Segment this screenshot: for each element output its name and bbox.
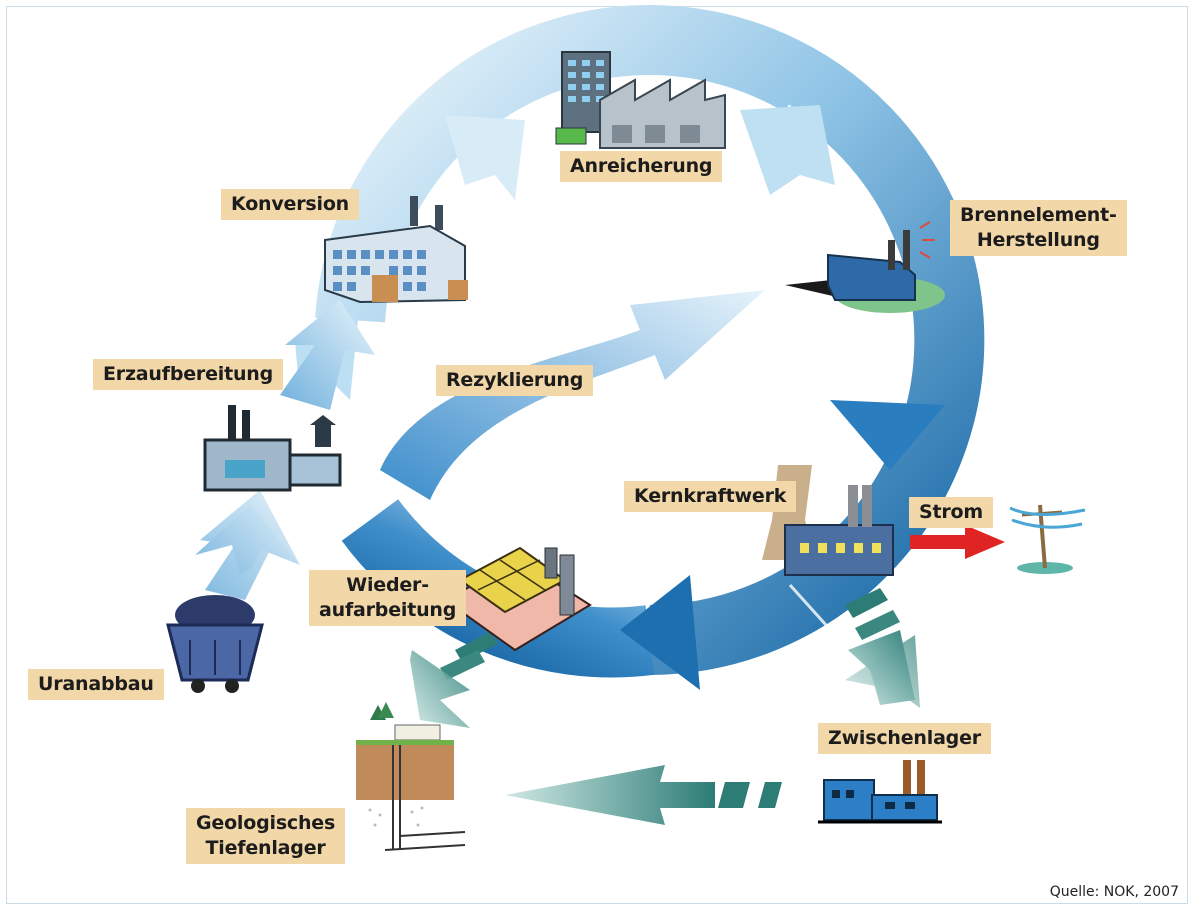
wiederaufarbeitung-plant-icon [443, 546, 592, 652]
label-geologisches-tiefenlager: Geologisches Tiefenlager [186, 808, 346, 864]
zwischenlager-to-tiefenlager-arrow [505, 765, 782, 825]
label-konversion: Konversion [221, 189, 360, 220]
konversion-building-icon [324, 196, 468, 304]
label-anreicherung: Anreicherung [560, 151, 723, 182]
source-credit: Quelle: NOK, 2007 [1049, 884, 1179, 900]
strom-arrow [910, 525, 1005, 559]
nuclear-plant-icon [762, 465, 894, 576]
label-erzaufbereitung: Erzaufbereitung [93, 359, 284, 390]
label-wiederaufarbeitung: Wieder- aufarbeitung [309, 570, 467, 626]
label-zwischenlager: Zwischenlager [818, 723, 991, 754]
erzaufbereitung-to-konversion-arrow [280, 300, 375, 410]
label-kernkraftwerk: Kernkraftwerk [624, 481, 797, 512]
brennelement-factory-icon [785, 221, 945, 313]
label-uranabbau: Uranabbau [28, 669, 164, 700]
label-brennelement-herstellung: Brennelement- Herstellung [950, 200, 1127, 256]
kkw-to-zwischenlager-arrow [845, 588, 920, 708]
uranabbau-to-erzaufbereitung-arrow [195, 490, 300, 600]
power-pylon-icon [1009, 504, 1086, 574]
wiederaufarbeitung-to-tiefenlager-arrow [410, 632, 498, 728]
erzaufbereitung-plant-icon [203, 405, 342, 492]
anreicherung-building-icon [555, 51, 726, 149]
label-strom: Strom [909, 497, 993, 528]
geological-repository-icon [356, 702, 466, 851]
mine-cart-icon [166, 595, 264, 693]
rezyklierung-arrow [380, 290, 765, 500]
zwischenlager-building-icon [818, 760, 942, 824]
label-rezyklierung: Rezyklierung [436, 365, 594, 396]
